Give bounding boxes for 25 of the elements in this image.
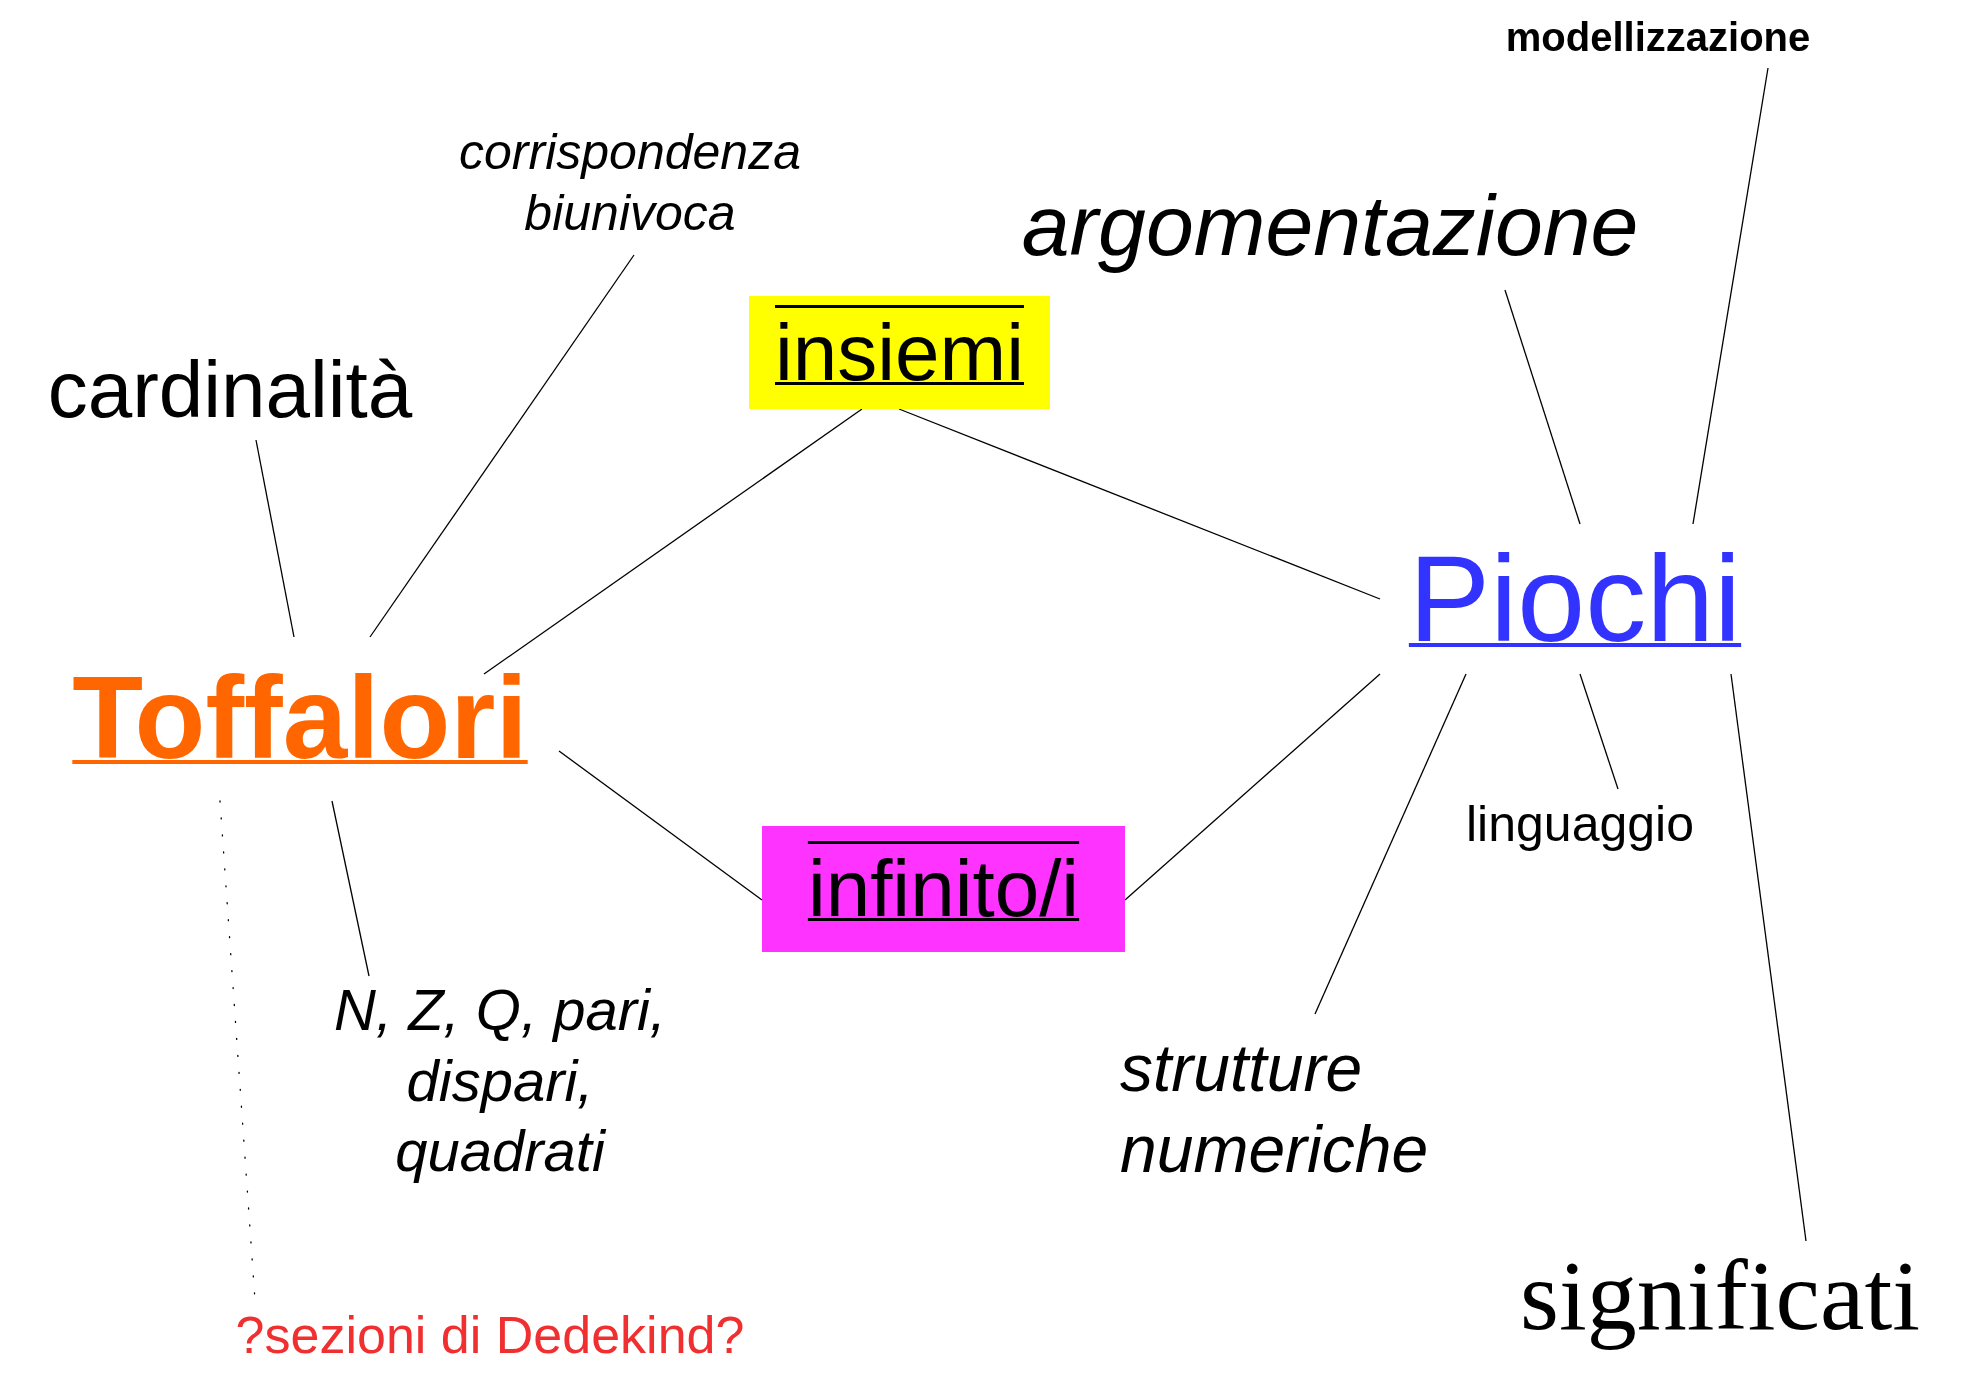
concept-label: argomentazione <box>960 160 1700 290</box>
concept-label: linguaggio <box>1430 789 1730 859</box>
connector-line <box>1504 289 1581 525</box>
concept-label: modellizzazione <box>1440 6 1876 68</box>
connector-line <box>369 254 635 638</box>
author-name: Piochi <box>1380 524 1770 674</box>
topic-label: infinito/i <box>762 826 1125 952</box>
note-label: ?sezioni di Dedekind? <box>170 1300 810 1370</box>
concept-label: corrispondenza biunivoca <box>400 110 860 255</box>
connector-line <box>558 750 763 901</box>
author-name: Toffalori <box>40 637 560 801</box>
concept-label: strutture numeriche <box>1120 1014 1520 1204</box>
concept-label: significati <box>1470 1241 1969 1351</box>
connector-line <box>898 408 1381 600</box>
concept-label: N, Z, Q, pari, dispari, quadrati <box>300 976 700 1186</box>
connector-line <box>1579 673 1619 790</box>
connector-line <box>483 408 863 675</box>
connector-line <box>1692 67 1769 525</box>
connector-line <box>1124 673 1381 901</box>
connector-line <box>1314 673 1467 1015</box>
topic-label: insiemi <box>749 296 1050 409</box>
connector-line <box>255 439 295 638</box>
connector-line <box>1730 673 1807 1242</box>
concept-label: cardinalità <box>0 340 460 440</box>
connector-line <box>331 800 370 977</box>
